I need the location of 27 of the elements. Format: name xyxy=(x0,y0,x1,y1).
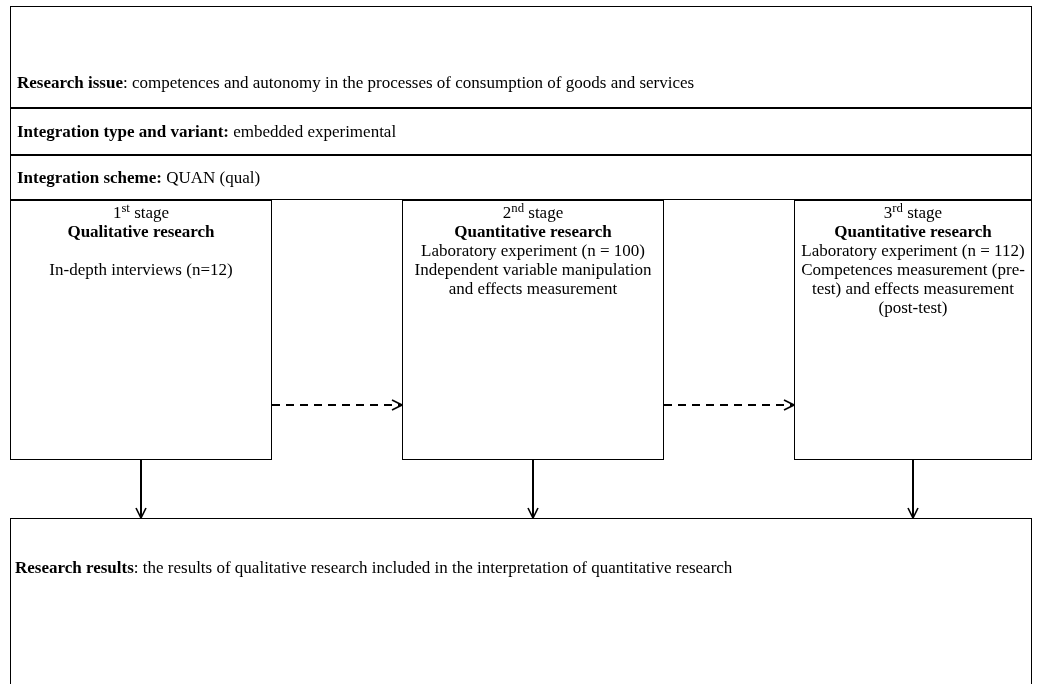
stage-number: 3$^{rd}$ stage xyxy=(883,203,943,222)
stage-description: Laboratory experiment (n = 112) xyxy=(801,241,1025,260)
stage-description: In-depth interviews (n=12) xyxy=(49,260,233,279)
arrow xyxy=(907,459,919,519)
stage-number: 1$^{st}$ stage xyxy=(112,203,170,222)
stage-box xyxy=(794,200,1032,460)
box-text: Integration scheme: QUAN (qual) xyxy=(17,166,261,189)
stage-box xyxy=(10,200,272,460)
text-box xyxy=(10,6,1032,108)
text-box xyxy=(10,108,1032,155)
arrow xyxy=(663,399,795,411)
stage-box xyxy=(402,200,664,460)
arrow xyxy=(135,459,147,519)
stage-description: Laboratory experiment (n = 100) xyxy=(421,241,645,260)
stage-description: Competences measurement (pre-test) and effects measurement (post-test) xyxy=(800,260,1026,317)
stage-title: Qualitative research xyxy=(67,222,215,241)
stage-number: 2$^{nd}$ stage xyxy=(502,203,564,222)
stage-title: Quantitative research xyxy=(454,222,612,241)
text-box xyxy=(10,518,1032,684)
box-text: Integration type and variant: embedded experimental xyxy=(17,120,397,143)
arrow xyxy=(271,399,403,411)
stage-title: Quantitative research xyxy=(834,222,992,241)
stage-description: Independent variable manipulation and effects measurement xyxy=(413,260,653,298)
box-text: Research issue: competences and autonomy in the processes of consumption of goods and services xyxy=(17,71,695,94)
box-text: Research results: the results of qualitative research included in the interpretation of quantitative research xyxy=(15,557,733,579)
text-box xyxy=(10,155,1032,200)
arrow xyxy=(527,459,539,519)
